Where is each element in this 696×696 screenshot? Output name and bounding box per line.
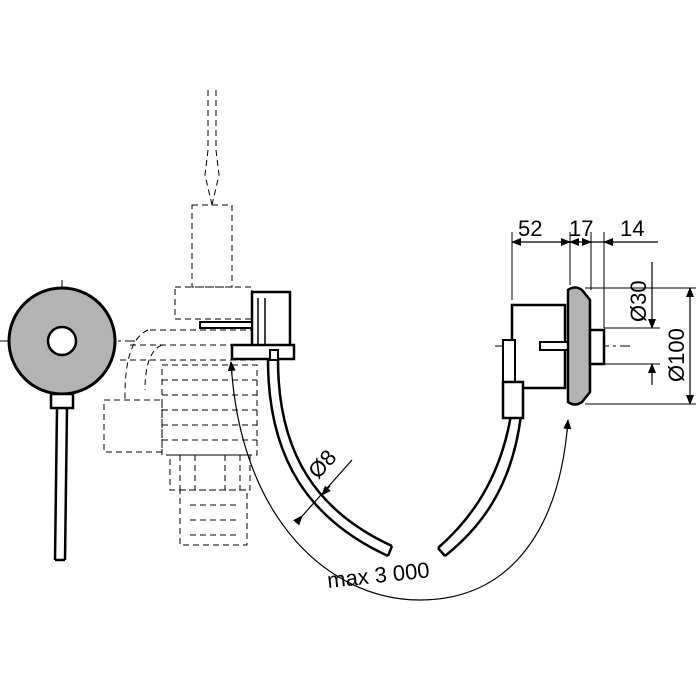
dim14-label: 14: [620, 216, 644, 241]
valve-nut-ribs: [190, 504, 237, 536]
pneumatic-actuator: [199, 290, 296, 361]
button-center-hole: [46, 325, 78, 357]
button-side-view: [495, 286, 630, 420]
horizontal-dimensions: 52 17 14: [511, 216, 658, 328]
tube-right-end: [437, 547, 446, 557]
air-tube-left: [266, 359, 394, 558]
button-cover-plate: [566, 286, 592, 406]
valve-chain: [204, 149, 220, 206]
max-length-arrow-left: [227, 361, 236, 376]
push-button: [588, 328, 606, 366]
air-tube-right: [437, 414, 523, 557]
tube-left-inner-edge: [276, 359, 393, 548]
actuator-base: [230, 343, 296, 361]
dia100-label: Ø100: [664, 328, 689, 382]
front-view-tube-right: [63, 407, 69, 561]
valve-side-box: [103, 399, 163, 453]
actuator-tube-port: [269, 349, 279, 361]
valve-assembly: [103, 90, 260, 546]
vertical-dimensions: Ø30 Ø100: [585, 262, 696, 405]
actuator-detail-lines: [257, 298, 266, 345]
tube-left-end: [386, 545, 394, 557]
dia8-arrow-upper: [321, 485, 331, 496]
dim52-label: 52: [518, 216, 542, 241]
button-front-view: [0, 280, 135, 562]
tube-right-outer-edge: [437, 414, 513, 549]
valve-head: [174, 286, 253, 320]
valve-nut: [179, 489, 248, 546]
valve-body-ribs: [162, 379, 257, 441]
housing-side-port: [502, 339, 516, 383]
front-view-tube-connector: [49, 392, 75, 410]
dia8-arrow-lower: [293, 515, 303, 526]
max-length-arrow-right: [563, 419, 572, 433]
max-length-arc: [230, 361, 569, 601]
tube-left-outer-edge: [266, 359, 389, 558]
valve-stem-top: [207, 90, 217, 150]
dia30-label: Ø30: [626, 280, 651, 322]
front-view-tube-left: [53, 407, 59, 561]
side-view-tube-connector: [501, 380, 525, 420]
dim17-label: 17: [569, 216, 593, 241]
max-length-label: max 3 000: [326, 557, 431, 593]
valve-lower-ribs: [179, 455, 241, 490]
valve-side-pipe-outer: [124, 329, 149, 400]
valve-lower-body: [169, 454, 251, 491]
tube-right-inner-edge: [444, 414, 523, 557]
valve-upper-body: [191, 204, 233, 288]
actuator-lever: [199, 321, 253, 329]
tube-diameter-dimension: Ø8: [293, 445, 353, 526]
valve-side-pipe-inner: [144, 344, 163, 391]
